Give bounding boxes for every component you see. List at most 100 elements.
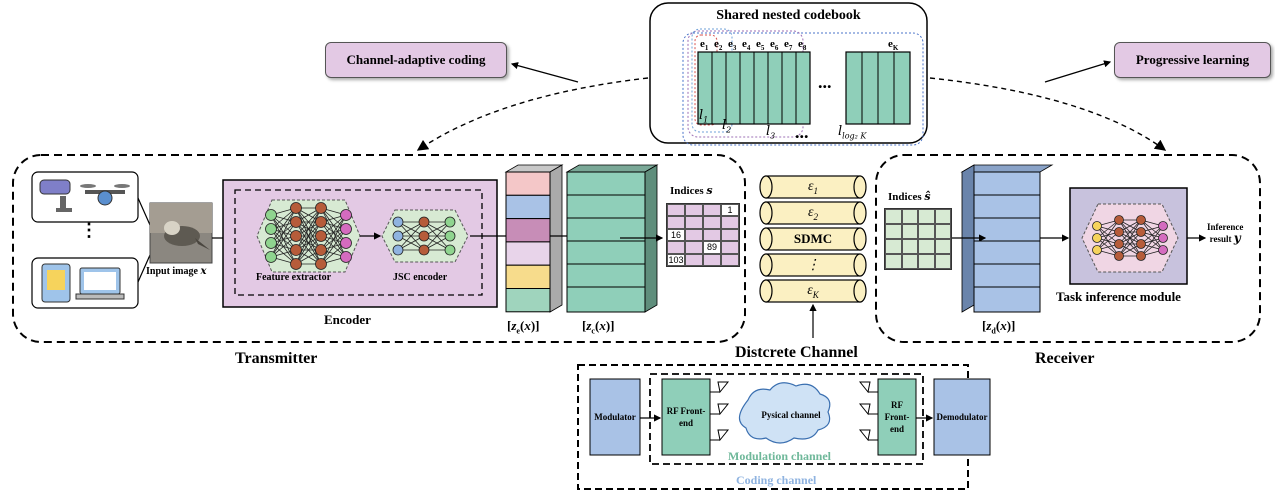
codebook-vector-e7: e7 [784,38,793,53]
indices-cell [934,209,951,224]
indices-cell [685,216,703,229]
indices-cell [934,254,951,269]
indices-shat-label: Indices ŝ [888,190,931,203]
indices-cell [685,228,703,242]
device-connector-bottom [137,254,151,283]
feature-extractor-label: Feature extractor [256,272,332,283]
indices-cell: 103 [667,253,685,266]
codebook-level-1: l1 [699,108,709,125]
task-inference-network [1092,215,1168,261]
arrow-to-progressive [1044,60,1112,83]
demodulator-label: Demodulator [936,412,988,422]
rf-rx-box [877,378,917,456]
input-image-label: Input image x [146,266,207,277]
indices-cell [885,239,902,254]
task-inference-label: Task inference module [1056,289,1181,304]
ze-label: [ze(x)] [507,318,540,336]
zc-label: [zc(x)] [582,318,615,336]
codebook-vector-e9: eK [888,38,899,53]
sdmc-row-3: ⋮ [806,258,820,273]
indices-shat-grid [884,208,952,270]
codebook-vector-e1: e1 [700,38,709,53]
indices-cell [703,253,721,266]
drone-icon [80,184,130,206]
device-connector-top [137,197,151,226]
indices-cell [703,216,721,229]
ze-stack [504,164,564,313]
codebook-vectors [697,51,911,125]
channel-adaptive-coding-label: Channel-adaptive coding [325,42,507,78]
modulation-channel-boundary [649,373,924,465]
encoder-label: Encoder [324,312,371,327]
codebook-vector-e2: e2 [714,38,723,53]
zd-label: [zd(x)] [982,318,1016,336]
indices-cell: 16 [667,228,685,242]
indices-cell [703,204,721,217]
indices-cell [721,216,739,229]
indices-cell [721,253,739,266]
antennas [710,381,878,442]
rf-tx-label: RF Front-end [666,406,706,428]
discrete-channel-label: Distcrete Channel [735,344,858,361]
sdmc-row-2: SDMC [793,231,833,246]
coding-channel-label: Coding channel [736,473,817,487]
indices-cell [901,224,918,239]
indices-cell [703,228,721,242]
indices-cell [918,209,935,224]
indices-cell [885,254,902,269]
indices-s-grid: 1 16 89 103 [666,203,740,267]
codebook-vector-e3: e3 [728,38,737,53]
sdmc-cylinders [759,175,867,303]
jsc-encoder-network [392,216,456,256]
physical-channel-cloud [738,382,831,444]
zc-stack [565,164,659,313]
indices-cell [918,224,935,239]
sdmc-row-0: ε1 [807,179,819,196]
modulator-label: Modulator [594,412,636,422]
encoder-inner-boundary [234,189,483,296]
arrow-to-channel-adaptive [510,62,579,83]
indices-cell [721,228,739,242]
camera-icon [39,179,72,212]
codebook-level-4: llog₂ K [838,124,867,141]
indices-cell [685,204,703,217]
codebook-vector-e5: e5 [756,38,765,53]
demodulator-box [933,378,991,456]
codebook-vector-e4: e4 [742,38,751,53]
input-image [149,202,213,264]
indices-cell [667,216,685,229]
indices-cell: 1 [721,204,739,217]
codebook-level-3: l3 [766,124,776,141]
indices-s-label: Indices s [670,184,713,197]
progressive-learning-label: Progressive learning [1114,42,1271,78]
codebook-ellipsis: ... [818,72,832,92]
modulator-box [589,378,641,456]
codebook-vector-e6: e6 [770,38,779,53]
jsc-encoder-label: JSC encoder [393,272,448,283]
rf-rx-label: RF Front-end [884,400,910,434]
transmitter-label: Transmitter [235,350,318,367]
indices-cell [721,241,739,254]
indices-cell [901,209,918,224]
zd-stack [960,164,1054,313]
indices-cell [667,241,685,254]
tablet-icon [41,263,71,303]
indices-cell [667,204,685,217]
laptop-icon [75,267,125,300]
codebook-level-2: l2 [722,118,732,135]
indices-cell [885,224,902,239]
sdmc-row-4: εK [807,283,819,300]
receiver-boundary [875,154,1261,343]
indices-cell [934,239,951,254]
receiver-label: Receiver [1035,350,1095,367]
indices-cell [918,254,935,269]
indices-cell: 89 [703,241,721,254]
rf-tx-box [661,378,711,456]
indices-cell [934,224,951,239]
indices-cell [901,254,918,269]
indices-cell [918,239,935,254]
sdmc-row-1: ε2 [807,205,819,222]
